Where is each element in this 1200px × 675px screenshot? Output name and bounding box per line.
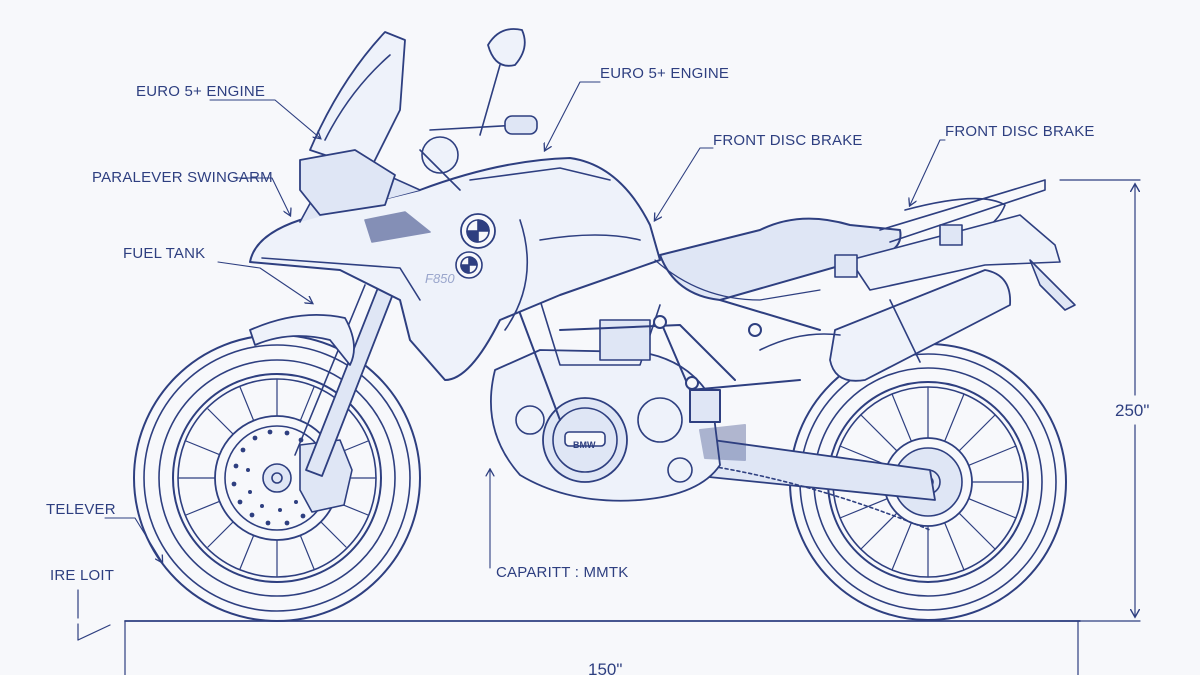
label-euro-engine-left: EURO 5+ ENGINE bbox=[136, 83, 265, 100]
length-dimension bbox=[77, 589, 1079, 675]
bmw-roundel-upper bbox=[460, 213, 496, 249]
seat bbox=[659, 217, 902, 301]
label-front-disc-brake-1: FRONT DISC BRAKE bbox=[713, 132, 863, 149]
leader-paralever bbox=[234, 177, 290, 215]
leader-front-disc-brake-1 bbox=[655, 147, 714, 220]
label-telever: TELEVER bbox=[46, 501, 116, 518]
leader-front-disc-brake-2 bbox=[910, 139, 946, 205]
mirror bbox=[479, 28, 526, 136]
label-euro-engine-top: EURO 5+ ENGINE bbox=[600, 65, 729, 82]
label-paralever-swingarm: PARALEVER SWINGARM bbox=[92, 169, 273, 186]
frame bbox=[514, 299, 821, 461]
leader-fuel-tank bbox=[217, 261, 312, 303]
label-front-disc-brake-2: FRONT DISC BRAKE bbox=[945, 123, 1095, 140]
height-dimension-value: 250" bbox=[1115, 401, 1149, 420]
front-wheel bbox=[133, 334, 421, 622]
length-dimension-value: 150" bbox=[588, 660, 622, 675]
front-fender bbox=[249, 313, 355, 366]
leader-telever bbox=[104, 517, 162, 562]
label-ire-loit: IRE LOIT bbox=[50, 567, 114, 584]
exhaust bbox=[759, 269, 1011, 382]
fairing-model-text: F850 bbox=[425, 271, 455, 286]
headlight bbox=[299, 149, 396, 216]
handlebar bbox=[419, 115, 538, 191]
engine-cover-badge: BMW bbox=[573, 440, 596, 450]
label-capacity: CAPARITT : MMTK bbox=[496, 564, 628, 581]
label-fuel-tank: FUEL TANK bbox=[123, 245, 205, 262]
bmw-roundel-lower bbox=[455, 251, 483, 279]
windshield bbox=[309, 31, 406, 171]
leader-euro-engine-left bbox=[209, 99, 320, 138]
leader-euro-engine-top bbox=[545, 81, 601, 150]
height-dimension bbox=[1059, 179, 1141, 622]
luggage-rack bbox=[834, 179, 1076, 311]
